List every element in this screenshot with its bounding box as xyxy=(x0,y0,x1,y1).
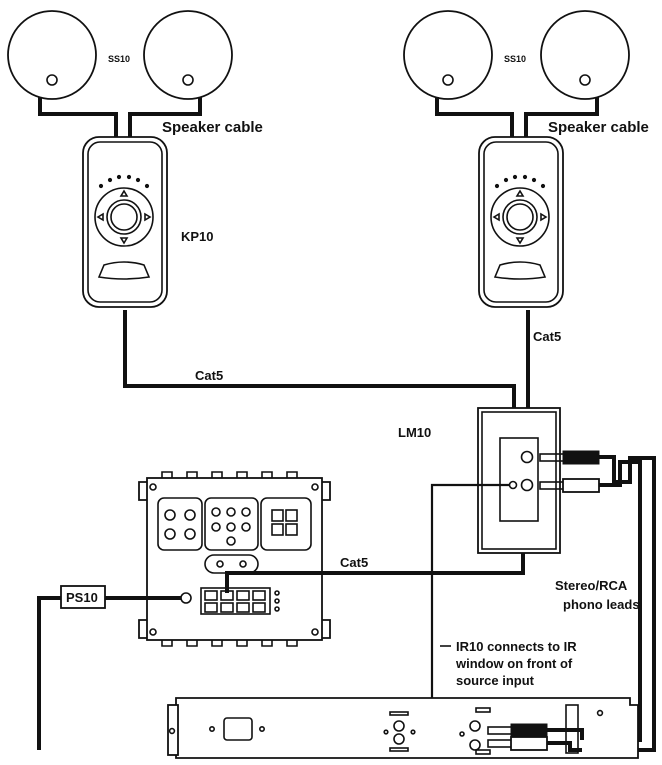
module-lm10 xyxy=(477,407,561,554)
left-speaker-cables xyxy=(38,97,202,138)
cable-rca-upper xyxy=(580,455,656,752)
label-cat5-right-vertical: Cat5 xyxy=(533,329,561,344)
left-speaker-pair: SS10 xyxy=(7,10,233,100)
cable-ir10 xyxy=(430,483,510,698)
label-speaker-cable-left: Speaker cable xyxy=(162,119,263,136)
keypad-dial-icon xyxy=(490,187,550,247)
label-cat5-bottom-left: Cat5 xyxy=(195,368,223,383)
label-kp10: KP10 xyxy=(181,229,214,244)
rca-plugs-source xyxy=(487,723,584,752)
label-stereo-line1: Stereo/RCA xyxy=(555,578,628,593)
label-ir10-line1: IR10 connects to IR xyxy=(456,639,577,654)
keypad-kp10-right xyxy=(478,136,564,308)
speaker-tweeter-icon xyxy=(46,74,58,86)
label-ss10-right: SS10 xyxy=(504,54,526,64)
label-stereo-line2: phono leads xyxy=(563,597,640,612)
label-ir10-line3: source input xyxy=(456,673,535,688)
speaker-tweeter-icon xyxy=(442,74,454,86)
right-speaker-pair: SS10 xyxy=(403,10,630,100)
label-lm10: LM10 xyxy=(398,425,431,440)
speaker-tweeter-icon xyxy=(182,74,194,86)
speaker-ss10-right-a xyxy=(403,10,493,100)
label-ss10-left: SS10 xyxy=(108,54,130,64)
cable-cat5-left-keypad xyxy=(123,310,516,410)
speaker-tweeter-icon xyxy=(579,74,591,86)
label-cat5-middle: Cat5 xyxy=(340,555,368,570)
cable-mains xyxy=(37,596,62,750)
label-ir10-line2: window on front of xyxy=(455,656,573,671)
label-speaker-cable-right: Speaker cable xyxy=(548,119,649,136)
keypad-kp10-left xyxy=(82,136,168,308)
label-ps10: PS10 xyxy=(66,590,98,605)
right-speaker-cables xyxy=(435,97,599,138)
amplifier-module xyxy=(138,471,331,647)
speaker-ss10-left-a xyxy=(7,10,97,100)
keypad-dial-icon xyxy=(94,187,154,247)
speaker-ss10-right-b xyxy=(540,10,630,100)
cable-cat5-lm10-amp xyxy=(225,553,525,593)
rca-plugs-lm10 xyxy=(539,450,600,493)
speaker-ss10-left-b xyxy=(143,10,233,100)
